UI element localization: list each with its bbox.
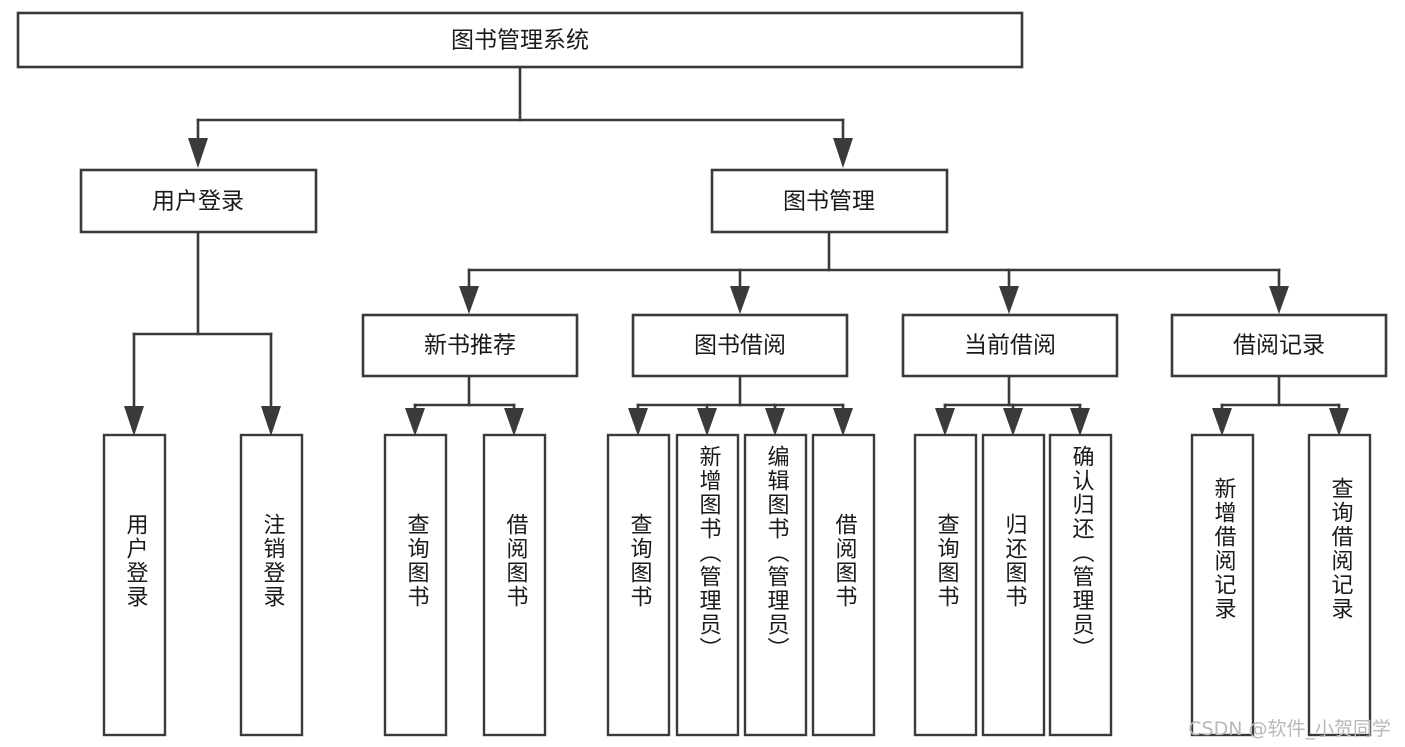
node-root-label: 图书管理系统 xyxy=(451,28,589,54)
connector-current-borrow-to-leaves xyxy=(935,374,1090,436)
connector-new-book-recommend-to-leaves xyxy=(405,374,524,436)
node-borrow-record-label: 借阅记录 xyxy=(1233,333,1325,359)
node-leaf-add-record[interactable] xyxy=(1190,433,1255,737)
node-book-manage[interactable]: 图书管理 xyxy=(710,168,949,234)
node-user-login-label: 用户登录 xyxy=(152,189,244,215)
node-leaf-confirm-return[interactable] xyxy=(1048,433,1113,737)
node-leaf-add-book[interactable] xyxy=(675,433,740,737)
node-leaf-user-login[interactable] xyxy=(102,433,167,737)
node-root[interactable]: 图书管理系统 xyxy=(16,11,1024,69)
node-leaf-return-book[interactable] xyxy=(981,433,1046,737)
node-current-borrow-label: 当前借阅 xyxy=(964,333,1056,359)
node-leaf-query-book-3[interactable] xyxy=(913,433,978,737)
connector-book-borrow-to-leaves xyxy=(628,374,853,436)
node-leaf-query-book-2[interactable] xyxy=(606,433,671,737)
connector-user-login-to-leaves xyxy=(124,230,281,436)
node-book-borrow-label: 图书借阅 xyxy=(694,333,786,359)
node-leaf-query-book-1[interactable] xyxy=(383,433,448,737)
node-book-manage-label: 图书管理 xyxy=(783,189,875,215)
node-borrow-record[interactable]: 借阅记录 xyxy=(1170,313,1388,378)
connector-borrow-record-to-leaves xyxy=(1212,374,1349,436)
node-leaf-borrow-book-1[interactable] xyxy=(482,433,547,737)
node-new-book-recommend-label: 新书推荐 xyxy=(424,333,516,359)
node-leaf-query-record[interactable] xyxy=(1307,433,1372,737)
node-new-book-recommend[interactable]: 新书推荐 xyxy=(361,313,579,378)
node-leaf-borrow-book-2[interactable] xyxy=(811,433,876,737)
connector-book-manage-to-level3 xyxy=(459,230,1289,314)
node-current-borrow[interactable]: 当前借阅 xyxy=(901,313,1119,378)
node-book-borrow[interactable]: 图书借阅 xyxy=(631,313,849,378)
node-leaf-user-logout[interactable] xyxy=(239,433,304,737)
node-leaf-edit-book[interactable] xyxy=(743,433,808,737)
node-user-login[interactable]: 用户登录 xyxy=(79,168,318,234)
connector-root-to-level2 xyxy=(188,65,853,168)
